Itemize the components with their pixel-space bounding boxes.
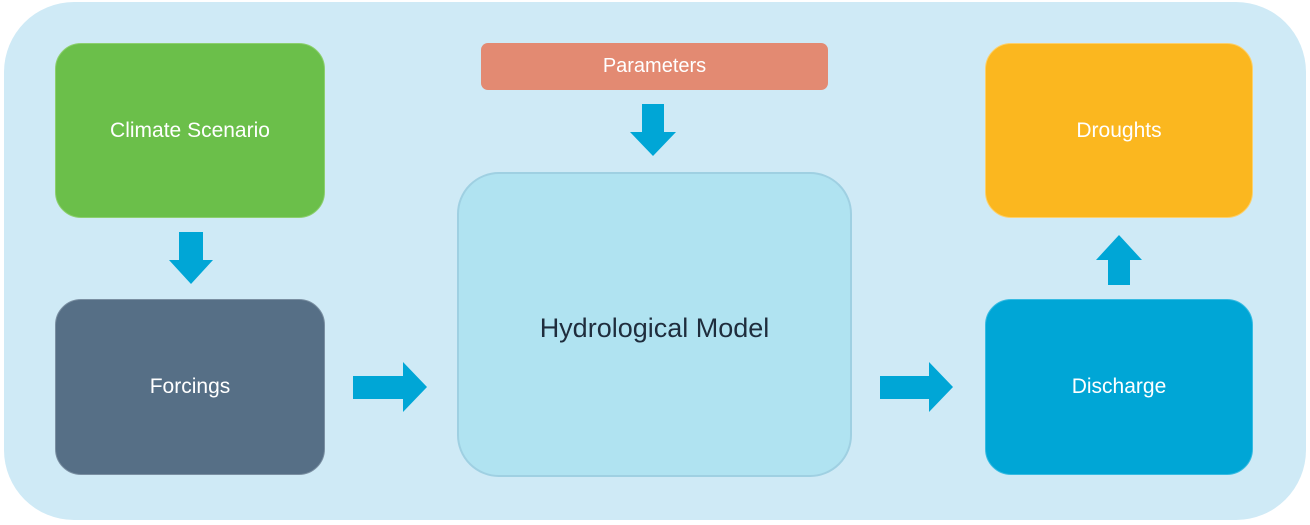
parameters-label: Parameters — [602, 55, 707, 77]
arrow-forcings-to-model — [353, 362, 427, 412]
climate-scenario-box: Climate Scenario — [55, 43, 325, 218]
droughts-label: Droughts — [1076, 118, 1162, 142]
arrow-climate-to-forcings — [169, 232, 213, 284]
hydrological-model-box: Hydrological Model — [457, 172, 852, 477]
discharge-label: Discharge — [1071, 375, 1167, 398]
discharge-box: Discharge — [985, 299, 1253, 475]
arrow-model-to-discharge — [880, 362, 953, 412]
arrow-parameters-to-model — [630, 104, 676, 156]
hydrological-model-label: Hydrological Model — [539, 313, 770, 343]
droughts-box: Droughts — [985, 43, 1253, 218]
arrow-discharge-to-droughts — [1096, 235, 1142, 285]
climate-scenario-label: Climate Scenario — [110, 118, 270, 142]
parameters-box: Parameters — [481, 43, 828, 90]
forcings-label: Forcings — [149, 375, 231, 398]
forcings-box: Forcings — [55, 299, 325, 475]
